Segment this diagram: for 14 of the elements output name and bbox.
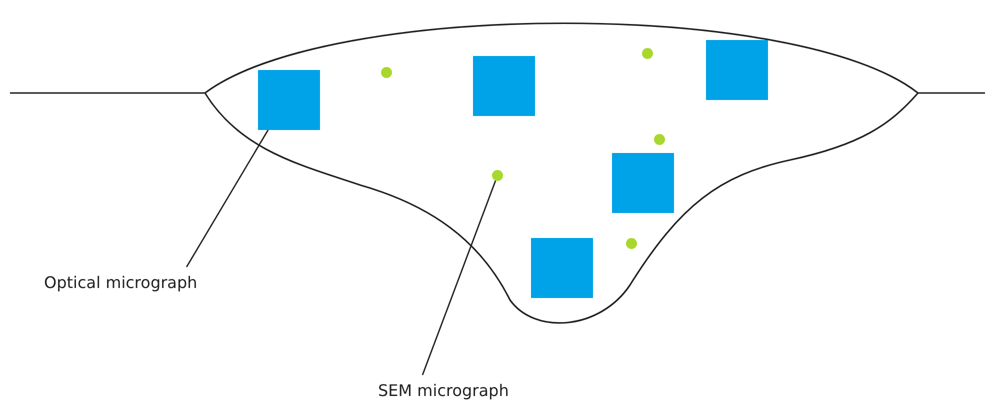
sample-square bbox=[258, 70, 320, 130]
sample-square bbox=[706, 40, 768, 100]
sample-dot bbox=[381, 67, 392, 78]
callout-label: Optical micrograph bbox=[44, 273, 198, 293]
leader-line bbox=[422, 180, 496, 376]
sample-square bbox=[612, 153, 674, 213]
sample-dot bbox=[642, 48, 653, 59]
callout-label: SEM micrograph bbox=[378, 381, 509, 401]
sample-dot bbox=[492, 170, 503, 181]
leader-line bbox=[186, 130, 269, 268]
sample-square bbox=[473, 56, 535, 116]
sample-square bbox=[531, 238, 593, 298]
sample-dot bbox=[654, 134, 665, 145]
sample-dot bbox=[626, 238, 637, 249]
